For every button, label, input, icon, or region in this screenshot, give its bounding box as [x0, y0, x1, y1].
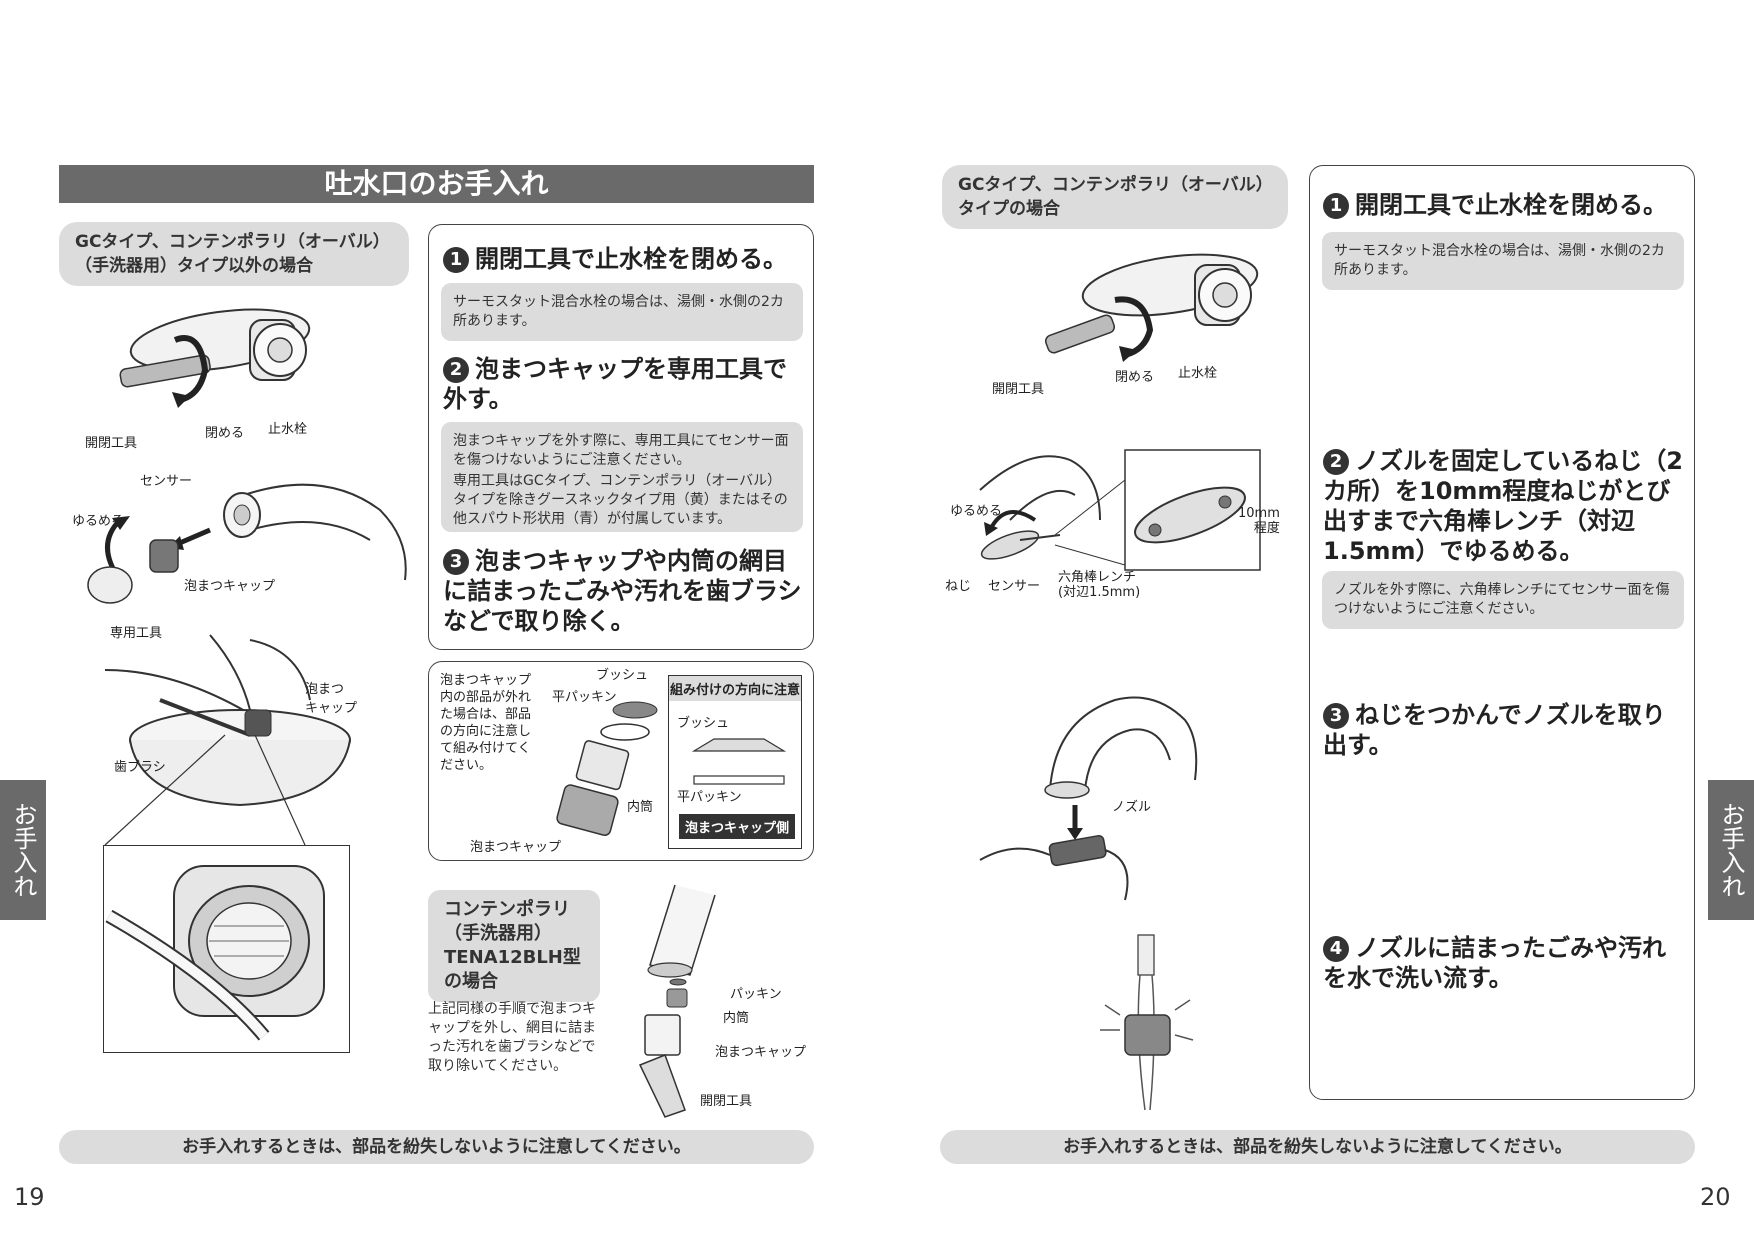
page-number-left: 19 — [14, 1183, 45, 1211]
label-nozzle: ノズル — [1112, 800, 1152, 815]
label-neji: ねじ — [945, 579, 972, 594]
direction-parts — [691, 738, 787, 785]
section-tab-left: お手入れ — [0, 780, 46, 920]
note-line: 泡まつキャップを外す際に、専用工具にてセンサー面を傷つけないようにご注意ください… — [453, 433, 789, 468]
step-number: 3 — [1323, 703, 1349, 729]
step-number: 1 — [443, 247, 469, 273]
label-hirapacking2: 平パッキン — [677, 790, 742, 805]
steps-box-right — [1309, 165, 1695, 1100]
label-awacap-left: 泡まつキャップ — [184, 579, 276, 594]
label-awacap2: 泡まつ キャップ — [305, 682, 358, 716]
label-sensor-right: センサー — [988, 579, 1041, 594]
step-text: 開閉工具で止水栓を閉める。 — [1355, 191, 1667, 219]
direction-box: 組み付けの方向に注意 ブッシュ 平パッキン 泡まつキャップ側 — [668, 675, 802, 849]
label-kaihei-right: 開閉工具 — [992, 382, 1045, 397]
nozzle-removal-illustration — [979, 696, 1198, 901]
label-senyo: 専用工具 — [110, 626, 163, 641]
label-shisuisen-right: 止水栓 — [1178, 366, 1218, 381]
label-packing: パッキン — [730, 987, 782, 1002]
aerator-closeup — [105, 865, 325, 1041]
label-shimeru-left: 閉める — [205, 426, 245, 441]
zoom-detail-box — [103, 845, 350, 1053]
label-wrench: 六角棒レンチ (対辺1.5mm) — [1058, 570, 1141, 600]
label-awacap-parts: 泡まつキャップ — [470, 840, 562, 855]
step-text: ノズルを固定しているねじ（2カ所）を10mm程度ねじがとび出すまで六角棒レンチ（… — [1323, 447, 1683, 565]
valve-illustration-right — [1044, 253, 1259, 362]
section-tab-right: お手入れ — [1708, 780, 1754, 920]
step-number: 2 — [1323, 449, 1349, 475]
step-text: 泡まつキャップを専用工具で外す。 — [443, 355, 787, 413]
note-line: 専用工具はGCタイプ、コンテンポラリ（オーバル）タイプを除きグースネックタイプ用… — [453, 473, 788, 527]
step-text: ねじをつかんでノズルを取り出す。 — [1323, 701, 1666, 759]
label-naitou-contemporary: 内筒 — [723, 1011, 750, 1026]
type-label-left: GCタイプ、コンテンポラリ（オーバル）（手洗器用）タイプ以外の場合 — [59, 222, 409, 286]
contemporary-label: コンテンポラリ（手洗器用）TENA12BLH型の場合 — [428, 890, 600, 1002]
page-number-right: 20 — [1700, 1183, 1731, 1211]
label-sensor-left: センサー — [140, 474, 193, 489]
note-thermo-right: サーモスタット混合水栓の場合は、湯側・水側の2カ所あります。 — [1322, 232, 1684, 290]
brushing-illustration — [104, 634, 351, 807]
label-tenmm: 10mm 程度 — [1238, 506, 1280, 536]
step-number: 1 — [1323, 193, 1349, 219]
note-thermo-left: サーモスタット混合水栓の場合は、湯側・水側の2カ所あります。 — [441, 283, 803, 341]
label-shisuisen-left: 止水栓 — [268, 422, 308, 437]
contemporary-parts-illustration — [638, 884, 716, 1118]
direction-title: 組み付けの方向に注意 — [669, 676, 801, 701]
label-yurumeru-right: ゆるめる — [950, 504, 1003, 519]
step-number: 4 — [1323, 936, 1349, 962]
parts-exploded-illustration — [556, 701, 658, 836]
cap-removal-illustration — [87, 483, 407, 604]
label-naitou: 内筒 — [627, 800, 654, 815]
step-text: 開閉工具で止水栓を閉める。 — [475, 245, 787, 273]
nozzle-screw-illustration — [979, 449, 1261, 571]
label-haburashi: 歯ブラシ — [114, 760, 166, 775]
valve-illustration-left — [119, 308, 311, 408]
label-bush: ブッシュ — [596, 668, 649, 683]
step-text: 泡まつキャップや内筒の網目に詰まったごみや汚れを歯ブラシなどで取り除く。 — [443, 547, 802, 635]
label-bush2: ブッシュ — [677, 716, 730, 731]
nozzle-washing-illustration — [1100, 934, 1194, 1111]
note-cap-left: 泡まつキャップを外す際に、専用工具にてセンサー面を傷つけないようにご注意ください… — [441, 422, 803, 532]
page-title: 吐水口のお手入れ — [59, 165, 814, 203]
parts-box-text: 泡まつキャップ内の部品が外れた場合は、部品の方向に注意して組み付けてください。 — [440, 673, 532, 773]
type-label-right: GCタイプ、コンテンポラリ（オーバル）タイプの場合 — [942, 165, 1288, 229]
step-number: 3 — [443, 549, 469, 575]
label-hirapacking: 平パッキン — [552, 690, 617, 705]
label-yurumeru-left: ゆるめる — [72, 514, 125, 529]
label-shimeru-right: 閉める — [1115, 370, 1155, 385]
step-number: 2 — [443, 357, 469, 383]
note-nozzle-right: ノズルを外す際に、六角棒レンチにてセンサー面を傷つけないようにご注意ください。 — [1322, 571, 1684, 629]
label-kaihei-contemporary: 開閉工具 — [700, 1094, 753, 1109]
label-kaihei-left: 開閉工具 — [85, 436, 138, 451]
contemporary-text: 上記同様の手順で泡まつキャップを外し、網目に詰まった汚れを歯ブラシなどで取り除い… — [428, 1001, 596, 1074]
footer-notice-left: お手入れするときは、部品を紛失しないように注意してください。 — [59, 1130, 814, 1164]
step-text: ノズルに詰まったごみや汚れを水で洗い流す。 — [1323, 934, 1667, 992]
label-awacap-side: 泡まつキャップ側 — [679, 814, 796, 839]
footer-notice-right: お手入れするときは、部品を紛失しないように注意してください。 — [940, 1130, 1695, 1164]
label-awacap-contemporary: 泡まつキャップ — [715, 1045, 807, 1060]
